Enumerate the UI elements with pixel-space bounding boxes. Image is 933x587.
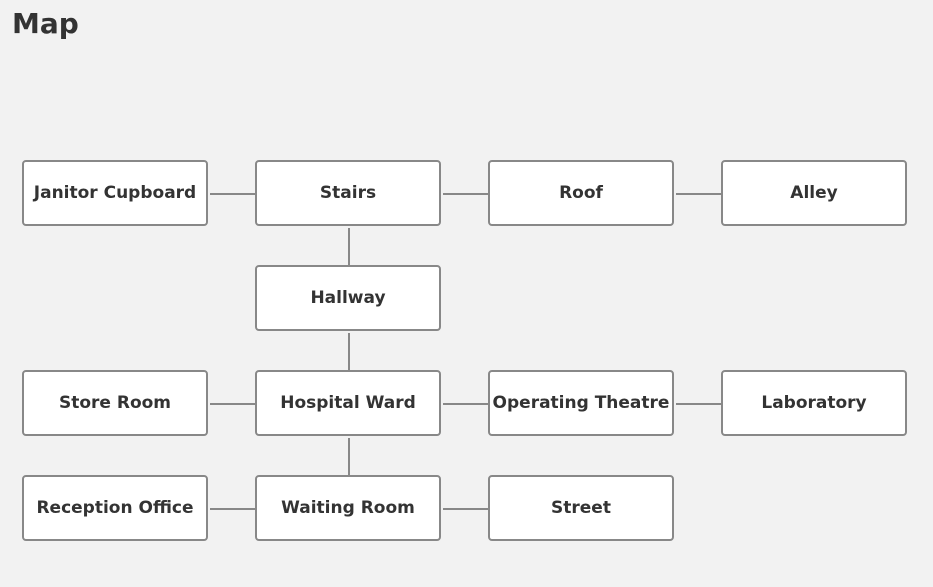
room-label: Store Room	[58, 393, 172, 413]
page-title: Map	[12, 7, 79, 40]
connector-roof-alley	[676, 193, 721, 195]
room-janitor-cupboard[interactable]: Janitor Cupboard	[22, 160, 208, 226]
room-hallway[interactable]: Hallway	[255, 265, 441, 331]
room-operating-theatre[interactable]: Operating Theatre	[488, 370, 674, 436]
connector-hallway-hospital-ward	[348, 333, 350, 370]
connector-hospital-ward-operating-theatre	[443, 403, 488, 405]
connector-operating-theatre-laboratory	[676, 403, 721, 405]
connector-reception-office-waiting-room	[210, 508, 255, 510]
room-laboratory[interactable]: Laboratory	[721, 370, 907, 436]
room-label: Stairs	[319, 183, 377, 203]
connector-store-room-hospital-ward	[210, 403, 255, 405]
room-street[interactable]: Street	[488, 475, 674, 541]
room-label: Alley	[790, 183, 838, 203]
room-label: Operating Theatre	[492, 393, 670, 413]
room-label: Laboratory	[761, 393, 867, 413]
connector-janitor-cupboard-stairs	[210, 193, 255, 195]
room-label: Waiting Room	[281, 498, 415, 518]
room-stairs[interactable]: Stairs	[255, 160, 441, 226]
room-label: Hospital Ward	[280, 393, 416, 413]
room-label: Janitor Cupboard	[33, 183, 197, 203]
room-alley[interactable]: Alley	[721, 160, 907, 226]
connector-hospital-ward-waiting-room	[348, 438, 350, 475]
room-reception-office[interactable]: Reception Office	[22, 475, 208, 541]
room-roof[interactable]: Roof	[488, 160, 674, 226]
room-store-room[interactable]: Store Room	[22, 370, 208, 436]
room-hospital-ward[interactable]: Hospital Ward	[255, 370, 441, 436]
room-label: Reception Office	[36, 498, 194, 518]
room-label: Hallway	[310, 288, 386, 308]
room-label: Street	[551, 498, 611, 518]
room-waiting-room[interactable]: Waiting Room	[255, 475, 441, 541]
connector-stairs-hallway	[348, 228, 350, 265]
room-label: Roof	[559, 183, 603, 203]
connector-stairs-roof	[443, 193, 488, 195]
connector-waiting-room-street	[443, 508, 488, 510]
